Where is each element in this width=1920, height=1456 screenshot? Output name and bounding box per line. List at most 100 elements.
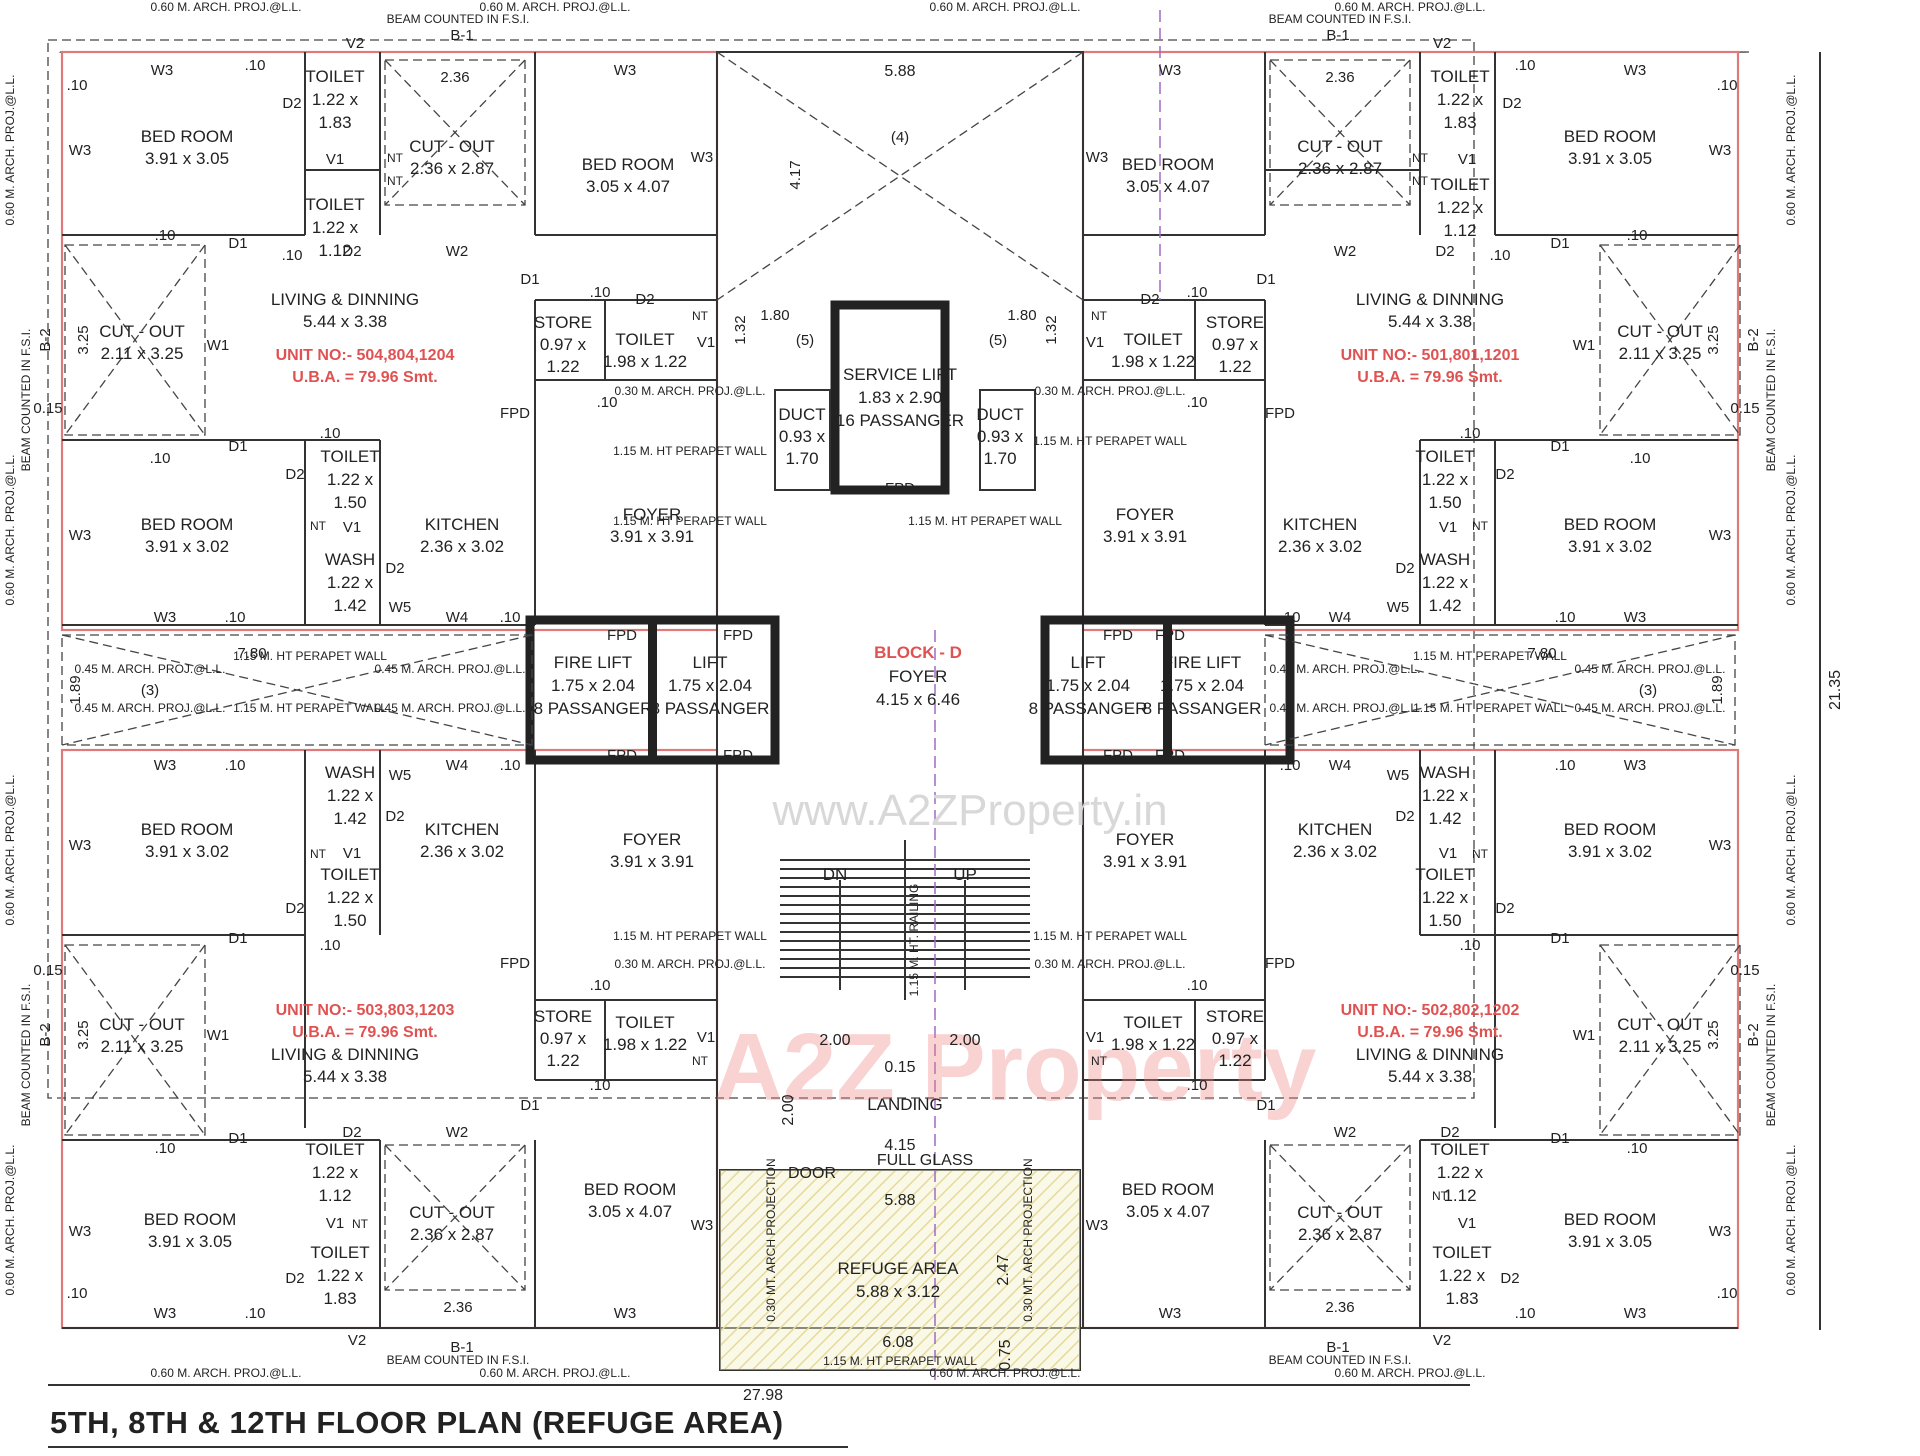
nt-marker: NT (352, 1217, 369, 1231)
toilet-dim-b: 1.42 (1428, 596, 1461, 615)
toilet-dim-b: 1.42 (333, 809, 366, 828)
parapet-note: 1.15 M. HT PERAPET WALL (1033, 929, 1187, 943)
plan-mark: D1 (520, 271, 539, 288)
plan-mark: FPD (1265, 955, 1295, 972)
lift-dimension: 1.75 x 2.04 (668, 676, 752, 695)
store-dim-a: 0.97 x (540, 1029, 587, 1048)
plan-mark: W5 (389, 599, 412, 616)
plan-mark: .10 (1630, 450, 1651, 467)
room-name: KITCHEN (425, 515, 500, 534)
lift-name: FIRE LIFT (1163, 653, 1241, 672)
plan-mark: W3 (1709, 837, 1732, 854)
unit-built-up-area: U.B.A. = 79.96 Smt. (1357, 1024, 1502, 1041)
stair-down-label: DN (823, 865, 848, 884)
plan-mark: (4) (891, 129, 909, 146)
room-name: FOYER (1116, 505, 1175, 524)
plan-mark: D2 (1440, 1124, 1459, 1141)
refuge-depth: 2.47 (995, 1254, 1012, 1285)
plan-mark: W5 (1387, 599, 1410, 616)
arch-045-note: 0.45 M. ARCH. PROJ.@L.L. (375, 701, 526, 715)
plan-mark: V1 (1458, 151, 1476, 168)
common-toilet-name: TOILET (615, 1013, 674, 1032)
plan-mark-vertical: 1.89 (1709, 675, 1726, 704)
toilet-name: WASH (1420, 763, 1470, 782)
plan-mark: .10 (1187, 977, 1208, 994)
common-toilet-dimension: 1.98 x 1.22 (1111, 352, 1195, 371)
plan-mark: W5 (389, 767, 412, 784)
toilet-name: TOILET (1430, 67, 1489, 86)
plan-mark-vertical: 3.25 (75, 1020, 92, 1049)
plan-mark: V2 (1433, 35, 1451, 52)
store-name: STORE (534, 1007, 592, 1026)
parapet-note: 1.15 M. HT PERAPET WALL (233, 649, 387, 663)
plan-mark-vertical: 3.25 (75, 325, 92, 354)
lift-dimension: 1.75 x 2.04 (1046, 676, 1130, 695)
arch-projection-note: 0.60 M. ARCH. PROJ.@L.L. (1335, 0, 1486, 14)
room-name: LIVING & DINNING (1356, 290, 1504, 309)
plan-mark: D2 (342, 1124, 361, 1141)
plan-mark: .10 (590, 284, 611, 301)
plan-mark: D1 (1550, 438, 1569, 455)
cutout-dimension: 2.36 x 2.87 (1298, 159, 1382, 178)
plan-mark: .10 (597, 394, 618, 411)
cutout-cross (64, 944, 206, 1136)
common-toilet-dimension: 1.98 x 1.22 (603, 1035, 687, 1054)
toilet-dim-b: 1.42 (1428, 809, 1461, 828)
room-name: KITCHEN (425, 820, 500, 839)
stair-gap: 0.15 (884, 1059, 915, 1076)
room-name: BED ROOM (1564, 127, 1657, 146)
plan-mark: W4 (446, 609, 469, 626)
arch-030-note: 0.30 M. ARCH. PROJ.@L.L. (1035, 957, 1186, 971)
toilet-name: WASH (325, 550, 375, 569)
arch-projection-note: 0.60 M. ARCH. PROJ.@L.L. (151, 1366, 302, 1380)
room-name: BED ROOM (1122, 1180, 1215, 1199)
room-name: LIVING & DINNING (271, 1045, 419, 1064)
plan-mark: W3 (1086, 1217, 1109, 1234)
toilet-name: TOILET (305, 1140, 364, 1159)
store-dim-b: 1.22 (1218, 357, 1251, 376)
room-name: BED ROOM (1564, 1210, 1657, 1229)
plan-mark: W5 (1387, 767, 1410, 784)
unit-built-up-area: U.B.A. = 79.96 Smt. (292, 1024, 437, 1041)
full-glass-label: FULL GLASS (877, 1152, 973, 1169)
overall-width: 27.98 (743, 1387, 783, 1404)
arch-projection-note: 0.60 M. ARCH. PROJ.@L.L. (1335, 1366, 1486, 1380)
arch-045-note: 0.45 M. ARCH. PROJ.@L.L. (75, 662, 226, 676)
toilet-dim-b: 1.50 (333, 493, 366, 512)
arch-projection-note: 0.60 M. ARCH. PROJ.@L.L. (151, 0, 302, 14)
room-dimension: 5.44 x 3.38 (303, 1067, 387, 1086)
room-name: KITCHEN (1298, 820, 1373, 839)
plan-mark: FPD (607, 747, 637, 764)
overall-height: 21.35 (1827, 670, 1844, 710)
store-dim-a: 0.97 x (540, 335, 587, 354)
parapet-note: 1.15 M. HT PERAPET WALL (1413, 701, 1567, 715)
plan-mark: W3 (1624, 1305, 1647, 1322)
room-name: BED ROOM (1122, 155, 1215, 174)
cutout-name: CUT - OUT (1617, 322, 1703, 341)
plan-mark-vertical: B-2 (1745, 328, 1762, 351)
plan-mark: 2.36 (1325, 69, 1354, 86)
refuge-parapet: 1.15 M. HT PERAPET WALL (823, 1354, 977, 1368)
parapet-note: 1.15 M. HT PERAPET WALL (908, 514, 1062, 528)
room-dimension: 3.91 x 3.02 (145, 842, 229, 861)
plan-mark: W3 (1709, 527, 1732, 544)
plan-mark: D2 (1502, 95, 1521, 112)
plan-mark: .10 (1627, 1140, 1648, 1157)
plan-mark: B-1 (1326, 27, 1349, 44)
parapet-note: 1.15 M. HT PERAPET WALL (1413, 649, 1567, 663)
stair-up-label: UP (953, 865, 977, 884)
plan-mark: V1 (1439, 845, 1457, 862)
plan-mark-vertical: 3.25 (1705, 1020, 1722, 1049)
room-name: LIVING & DINNING (1356, 1045, 1504, 1064)
cutout-dimension: 2.11 x 3.25 (101, 1037, 184, 1056)
plan-mark: .10 (1187, 284, 1208, 301)
plan-mark: .10 (1555, 757, 1576, 774)
plan-mark: W4 (446, 757, 469, 774)
top-span-dimension: 5.88 (884, 63, 915, 80)
plan-mark: FPD (723, 627, 753, 644)
plan-mark: V1 (326, 151, 344, 168)
service-lift-capacity: 16 PASSANGER (836, 411, 964, 430)
plan-mark: FPD (500, 405, 530, 422)
toilet-dim-a: 1.22 x (1439, 1266, 1486, 1285)
